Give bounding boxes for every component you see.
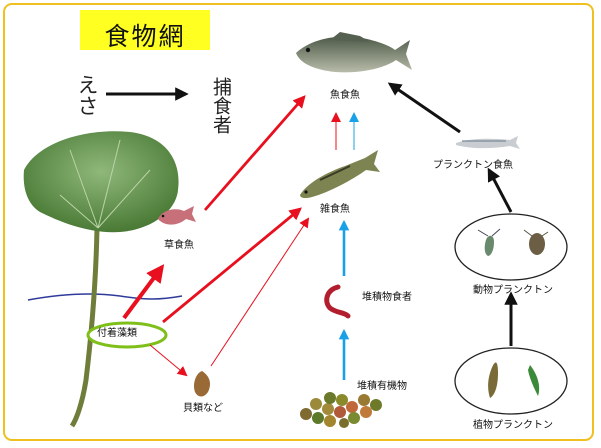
legend-predator-label: 捕食者	[210, 77, 232, 134]
worm-illustration	[324, 284, 351, 319]
plankton-fish-illustration	[456, 136, 520, 149]
zooplankton-illustration	[477, 228, 549, 256]
label-zooplankton: 動物プランクトン	[473, 285, 553, 296]
arrow-plankton-fish-to-piscivore	[387, 82, 461, 134]
label-sediment-organics: 堆積有機物	[357, 381, 407, 392]
label-omnivore: 雑食魚	[320, 204, 350, 215]
herbivore-fish-illustration	[158, 206, 196, 225]
zooplankton-oval	[454, 213, 568, 281]
lotus-illustration	[23, 131, 179, 428]
omnivore-fish-illustration	[300, 150, 380, 199]
bass-illustration	[296, 32, 412, 73]
title-box: 食物網	[80, 10, 210, 51]
arrow-herbivore-to-omnivore	[162, 207, 302, 324]
sediment-illustration	[300, 392, 382, 428]
phytoplankton-oval	[454, 347, 568, 415]
water-line	[27, 293, 183, 301]
label-herbivore: 草食魚	[164, 240, 194, 251]
arrow-zooplankton-to-plankton-fish	[487, 167, 513, 213]
label-phytoplankton: 植物プランクトン	[473, 420, 553, 431]
algae-ring	[86, 321, 168, 349]
label-shellfish: 貝類など	[183, 403, 223, 414]
label-piscivore: 魚食魚	[330, 90, 360, 101]
arrow-herbivore-to-piscivore	[203, 95, 306, 211]
label-deposit-feeder: 堆積物食者	[362, 292, 412, 303]
legend-prey-label: えさ	[75, 74, 99, 116]
arrow-shellfish-to-omnivore	[210, 217, 310, 367]
label-attached-algae: 付着藻類	[97, 328, 137, 339]
arrow-algae-to-shellfish	[149, 344, 188, 377]
page-title: 食物網	[104, 22, 186, 51]
shellfish-illustration	[193, 371, 210, 397]
arrow-algae-to-herbivore	[122, 264, 165, 320]
label-plankton-feeder: プランクトン食魚	[433, 160, 513, 171]
phytoplankton-illustration	[488, 362, 540, 398]
